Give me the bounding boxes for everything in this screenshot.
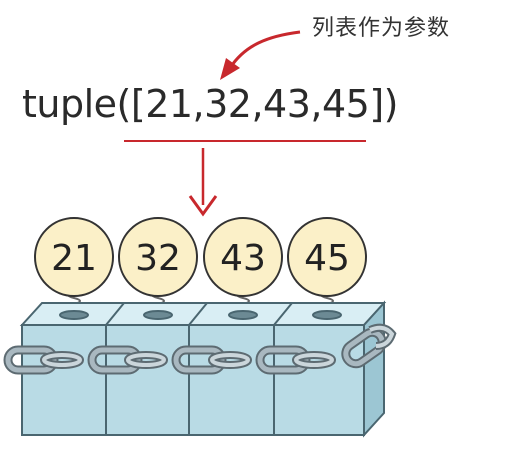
ball-3 bbox=[203, 217, 283, 297]
code-expression: tuple([21,32,43,45]) bbox=[22, 82, 399, 126]
down-arrow-head bbox=[188, 195, 218, 217]
box-row bbox=[19, 300, 387, 438]
box-3 bbox=[188, 324, 275, 436]
curved-arrow bbox=[228, 30, 301, 69]
ball-label-3: 43 bbox=[220, 238, 266, 279]
annotation-caption: 列表作为参数 bbox=[312, 16, 451, 41]
hole-4 bbox=[312, 310, 342, 320]
ball-label-1: 21 bbox=[51, 238, 97, 279]
ball-label-4: 45 bbox=[304, 238, 350, 279]
box-2 bbox=[105, 324, 190, 436]
box-1 bbox=[21, 324, 107, 436]
balls bbox=[34, 217, 367, 297]
ball-2 bbox=[118, 217, 198, 297]
box-side bbox=[363, 300, 385, 438]
hole-1 bbox=[59, 310, 89, 320]
ball-label-2: 32 bbox=[135, 238, 181, 279]
hole-3 bbox=[228, 310, 258, 320]
hole-2 bbox=[143, 310, 173, 320]
chain bbox=[3, 323, 397, 375]
ball-4 bbox=[287, 217, 367, 297]
ball-1 bbox=[34, 217, 114, 297]
curved-arrow-head bbox=[220, 58, 240, 80]
